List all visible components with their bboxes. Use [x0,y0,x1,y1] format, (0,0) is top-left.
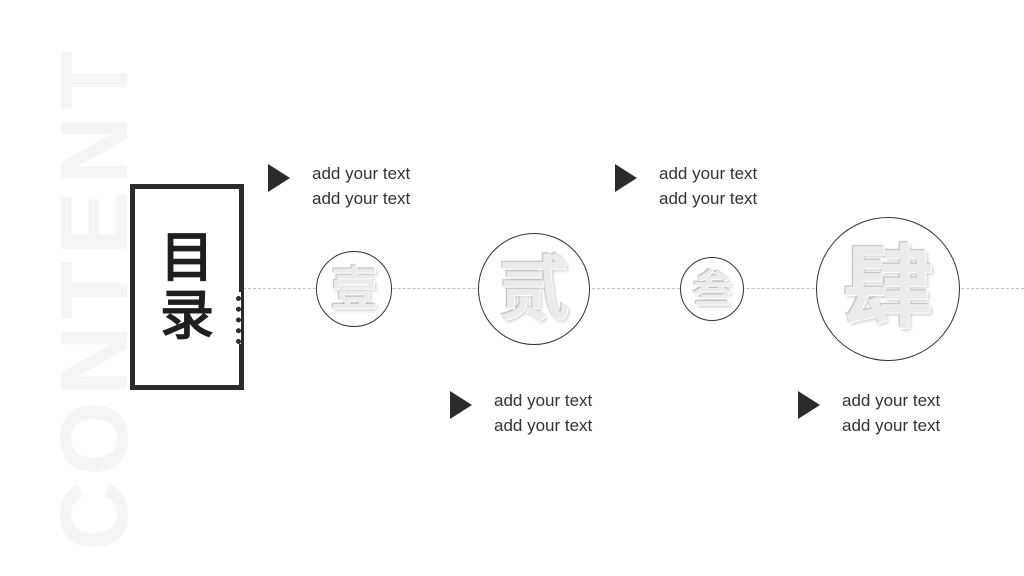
callout-text-4: add your text add your text [842,388,940,438]
timeline-dashed-line [243,288,1024,289]
timeline-node-3[interactable]: 叁 [680,257,744,321]
triangle-right-icon [450,391,472,419]
callout-line-1: add your text [842,391,941,410]
callout-3[interactable]: add your text add your text [450,388,592,438]
timeline-node-2[interactable]: 贰 [478,233,590,345]
callout-4[interactable]: add your text add your text [798,388,940,438]
catalog-box-dotted-border [236,296,241,344]
triangle-right-icon [615,164,637,192]
catalog-box-frame [130,184,244,390]
callout-text-1: add your text add your text [312,161,410,211]
callout-line-1: add your text [659,164,758,183]
timeline-node-numeral-4: 肆 [843,236,933,341]
callout-line-2: add your text [842,416,941,435]
callout-line-2: add your text [494,416,593,435]
catalog-title: 目 录 [130,184,244,390]
catalog-char-bottom: 录 [160,284,214,347]
triangle-right-icon [798,391,820,419]
callout-1[interactable]: add your text add your text [268,161,410,211]
callout-text-2: add your text add your text [659,161,757,211]
callout-line-1: add your text [494,391,593,410]
callout-2[interactable]: add your text add your text [615,161,757,211]
timeline-node-1[interactable]: 壹 [316,251,392,327]
timeline-node-numeral-3: 叁 [692,267,731,311]
timeline-node-numeral-1: 壹 [331,262,377,316]
callout-line-1: add your text [312,164,411,183]
callout-line-2: add your text [659,189,758,208]
triangle-right-icon [268,164,290,192]
callout-text-3: add your text add your text [494,388,592,438]
catalog-char-top: 目 [160,225,214,289]
content-watermark: CONTENT [41,45,148,551]
timeline-node-4[interactable]: 肆 [816,217,960,361]
callout-line-2: add your text [312,189,411,208]
timeline-node-numeral-2: 贰 [499,248,569,330]
